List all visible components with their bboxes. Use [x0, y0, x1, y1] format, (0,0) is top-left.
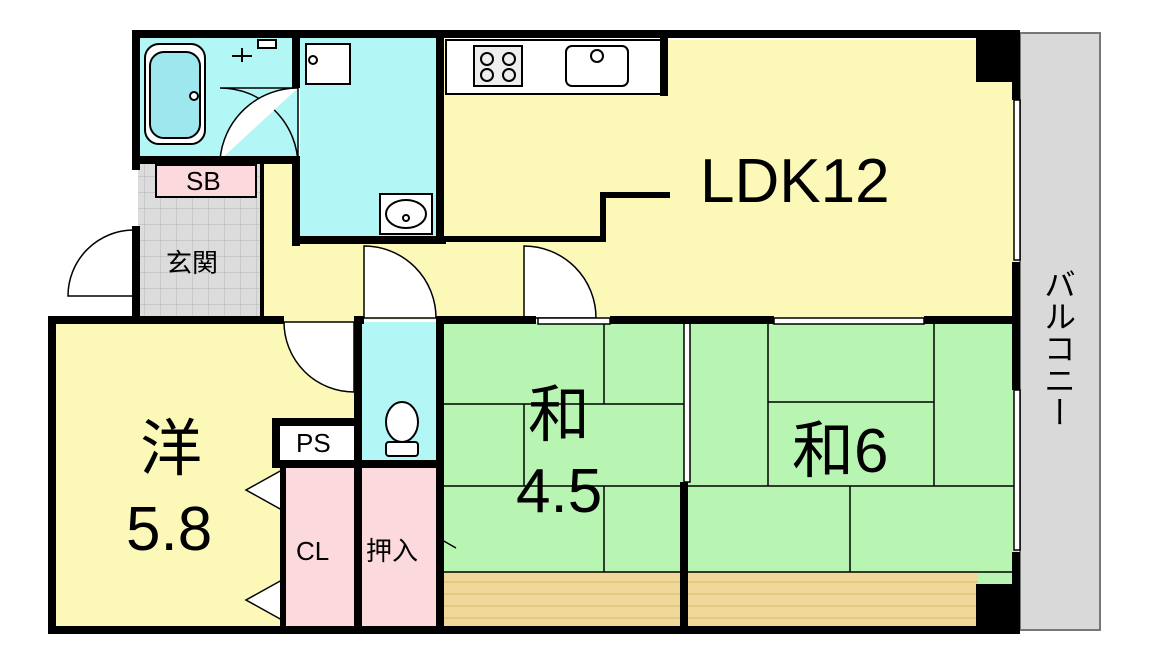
western-room-name: 洋 [140, 415, 202, 484]
faucet-icon [232, 39, 277, 62]
pipe-space [276, 422, 356, 462]
shoebox [155, 164, 257, 198]
ldk-label: LDK12 [700, 147, 890, 216]
walls [48, 30, 1020, 634]
shoebox-label: SB [186, 166, 221, 196]
oshiire-label: 押入 [366, 536, 418, 566]
stove-icon [473, 45, 523, 87]
wood-board-a [444, 572, 684, 630]
japanese-room-a-size: 4.5 [516, 457, 602, 526]
japanese-room-a-name: 和 [528, 381, 590, 450]
balcony [1019, 32, 1101, 631]
western-room-size: 5.8 [126, 495, 212, 564]
door-swings [67, 87, 597, 393]
tatami-lines-b [688, 322, 1018, 573]
washbasin-icon [379, 193, 433, 235]
japanese-room-b-label: 和6 [792, 417, 888, 486]
wood-board-b [688, 572, 978, 630]
entrance-label: 玄関 [166, 248, 218, 278]
closet-floor [284, 462, 358, 630]
oshiire-floor [362, 462, 440, 630]
toilet-icon [385, 401, 419, 457]
closet-label: CL [296, 536, 329, 566]
balcony-label: バルコニー [1040, 268, 1076, 428]
washer-icon [305, 43, 351, 85]
bathtub-icon [144, 43, 206, 145]
sink-icon [565, 45, 629, 87]
tatami-lines-a [444, 322, 684, 573]
pipe-space-label: PS [296, 428, 331, 458]
